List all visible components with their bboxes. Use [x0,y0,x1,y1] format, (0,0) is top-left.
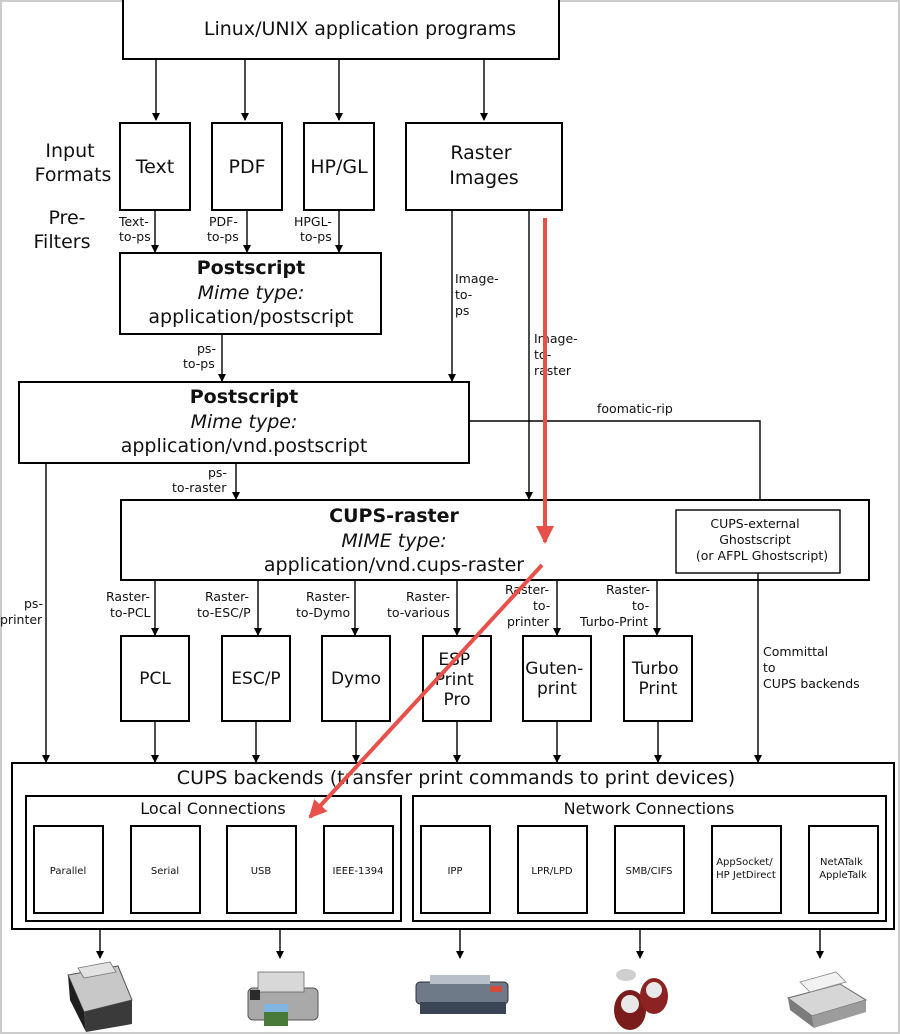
backend-netatalk-box [808,825,879,914]
driver-dymo-label: Dymo [331,669,381,689]
backend-ipp-label: IPP [447,866,462,877]
driver-escp-box [221,635,291,722]
raster-filter-turboprint-label: Raster- to- Turbo-Print [579,582,654,629]
driver-turboprint-label: Turbo Print [631,659,684,699]
raster-filter-various: Raster- to-various [387,580,461,636]
raster-filter-pcl-label: Raster- to-PCL [106,589,154,620]
format-pdf-box [211,122,283,211]
input-formats-label: Input Formats [35,140,112,186]
backend-smb-box [614,825,685,914]
driver-pcl-box [120,635,190,722]
format-hpgl-label: HP/GL [310,156,368,178]
driver-pcl-label: PCL [139,669,171,689]
postscript-mime-type: application/postscript [148,306,353,328]
driver-gutenprint-label: Guten- print [525,659,588,699]
ps-printer-label: ps- printer [0,596,47,627]
photo-printer-icon [247,971,319,1026]
raster-filter-dymo-label: Raster- to-Dymo [296,589,354,620]
laser-printer-icon [67,961,133,1032]
backend-serial-label: Serial [151,866,179,877]
format-raster-box [405,122,563,211]
hpgl-to-ps-label: HPGL- to-ps [294,214,336,244]
backend-ieee1394-box [323,825,394,914]
backend-serial-box [130,825,201,914]
text-to-ps-label: Text- to-ps [118,214,153,244]
highlight-arrow-usb-path [308,563,544,819]
backend-parallel-label: Parallel [50,866,86,877]
postscript-title: Postscript [197,257,306,279]
vnd-postscript-mime-type: application/vnd.postscript [121,435,368,457]
driver-esp-box [422,635,492,722]
raster-filter-various-label: Raster- to-various [387,589,454,620]
local-connections-title: Local Connections [140,799,285,818]
format-hpgl-box [303,122,375,211]
format-pdf-label: PDF [228,156,265,178]
ghostscript-label: CUPS-external Ghostscript (or AFPL Ghost… [696,516,828,563]
vnd-postscript-box [18,381,470,464]
backends-title: CUPS backends (transfer print commands t… [177,767,735,789]
cups-raster-mime-type: application/vnd.cups-raster [264,554,524,576]
apps-box [122,0,560,60]
backend-appsocket-label: AppSocket/ HP JetDirect [716,857,776,881]
pdf-to-ps-label: PDF- to-ps [207,214,242,244]
backend-smb-label: SMB/CIFS [625,866,672,877]
ps-to-raster-label: ps- to-raster [172,465,231,495]
raster-filter-turboprint: Raster- to- Turbo-Print [579,580,661,636]
backend-ieee1394-label: IEEE-1394 [333,866,384,877]
raster-filter-escp: Raster- to-ESC/P [197,580,262,636]
image-to-ps-label: Image- to- ps [455,271,503,318]
backend-lpr-label: LPR/LPD [531,866,573,877]
backend-appsocket-box [711,825,782,914]
image-to-raster-label: Image- to- raster [534,331,582,378]
prefilters-label: Pre- Filters [34,207,92,253]
driver-dymo-box [321,635,391,722]
wide-format-printer-icon [415,975,509,1014]
network-connections-title: Network Connections [564,799,735,818]
committal-label: Committal to CUPS backends [763,644,860,691]
vnd-postscript-title: Postscript [190,386,299,408]
foomatic-rip-label: foomatic-rip [597,401,673,416]
ps-to-ps-label: ps- to-ps [183,341,220,371]
label-printer-icon [614,969,668,1030]
cups-raster-title: CUPS-raster [329,505,459,527]
apps-label: Linux/UNIX application programs [204,18,516,40]
raster-filter-escp-label: Raster- to-ESC/P [197,589,253,620]
raster-filter-pcl: Raster- to-PCL [106,580,159,636]
backend-usb-box [226,825,297,914]
raster-filter-dymo: Raster- to-Dymo [296,580,359,636]
format-text-label: Text [135,156,174,178]
raster-filter-printer-label: Raster- to- printer [505,582,554,629]
format-raster-label: Raster Images [449,142,518,189]
driver-escp-label: ESC/P [231,669,280,689]
vnd-postscript-mime-label: Mime type: [191,411,298,433]
arrow-foomatic-rip [469,420,764,510]
postscript-box [119,252,382,335]
dot-matrix-printer-icon [786,971,868,1028]
backend-ipp-box [420,825,491,914]
backend-netatalk-label: NetATalk AppleTalk [819,857,867,881]
raster-filter-printer: Raster- to- printer [505,580,561,636]
backend-lpr-box [517,825,588,914]
cups-raster-mime-label: MIME type: [341,530,446,552]
backend-parallel-box [33,825,104,914]
driver-gutenprint-box [522,635,592,722]
backend-usb-label: USB [251,866,272,877]
driver-turboprint-box [623,635,693,722]
postscript-mime-label: Mime type: [198,282,305,304]
ghostscript-box [675,509,841,574]
